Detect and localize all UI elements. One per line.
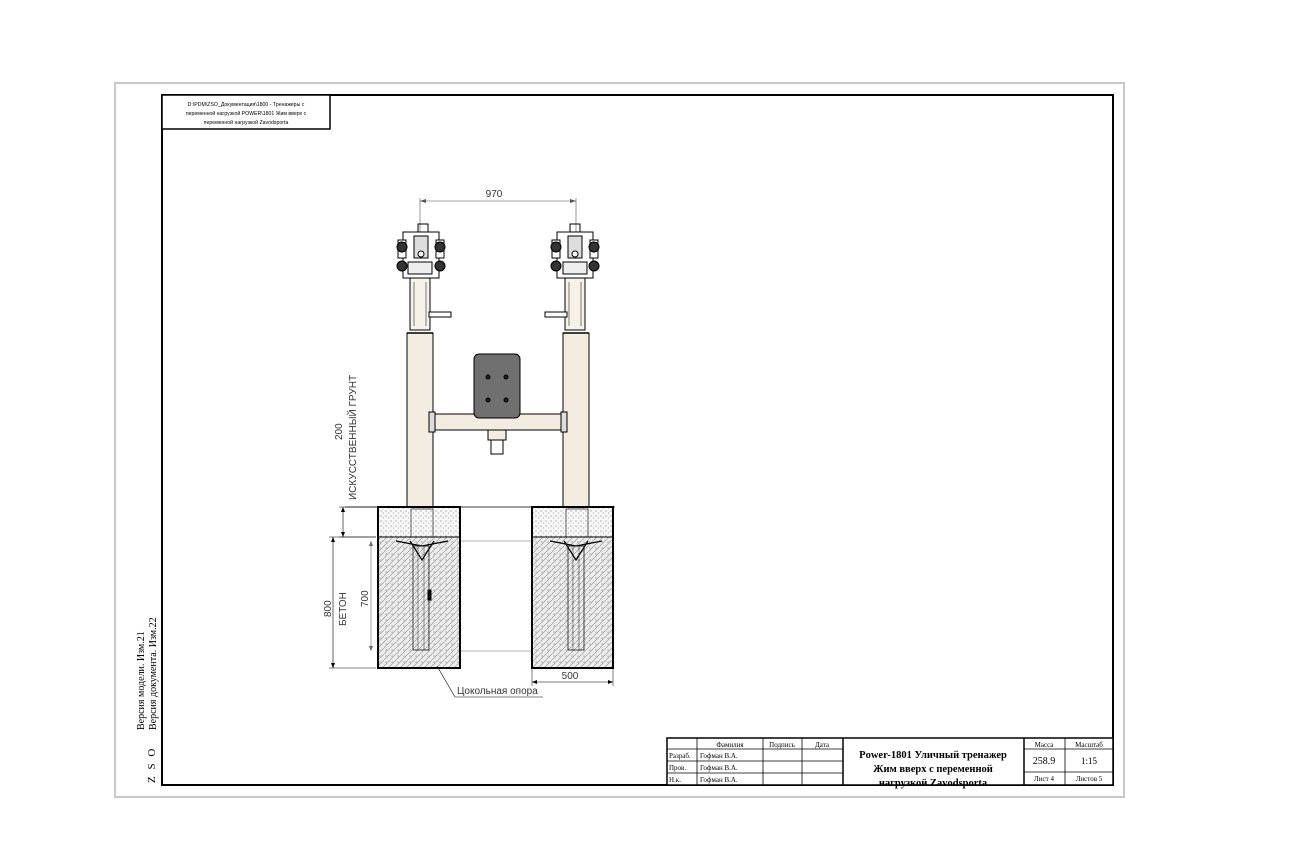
scale-label: Масштаб bbox=[1075, 741, 1103, 749]
svg-text:переменной нагрузкой POWER\180: переменной нагрузкой POWER\1801 Жим ввер… bbox=[186, 110, 307, 117]
dim-ground-text: 200 bbox=[334, 423, 345, 440]
row3-role: Н.к. bbox=[669, 776, 681, 784]
right-arm-head bbox=[544, 223, 600, 331]
dim-base-text: 500 bbox=[562, 671, 579, 682]
sheets-label: Листов 5 bbox=[1076, 775, 1103, 783]
machine-drawing: 970 bbox=[323, 189, 615, 698]
left-footing bbox=[377, 506, 461, 669]
mass-value: 258.9 bbox=[1033, 756, 1056, 767]
title-block-text: Фамилия Подпись Дата Разраб. Гофман В.А.… bbox=[669, 741, 1103, 789]
scale-value: 1:15 bbox=[1081, 756, 1098, 766]
version-model-label: Версия модели. Изм.21 bbox=[136, 631, 147, 730]
dim-base: 500 bbox=[531, 668, 614, 686]
dim-width: 970 bbox=[419, 189, 577, 232]
dim-ground: 200 ИСКУССТВЕННЫЙ ГРУНТ bbox=[334, 375, 376, 538]
title-block bbox=[666, 737, 1114, 786]
version-doc-label: Версия документа. Изм.22 bbox=[148, 617, 159, 730]
outer-border bbox=[114, 82, 1125, 798]
col-date: Дата bbox=[815, 741, 830, 749]
row2-role: Пров. bbox=[669, 764, 686, 772]
dim-total-text: 800 bbox=[323, 600, 334, 617]
row1-role: Разраб. bbox=[669, 752, 691, 760]
left-arm-head bbox=[396, 223, 452, 331]
right-footing bbox=[531, 506, 614, 669]
row3-name: Гофман В.А. bbox=[700, 776, 738, 784]
title-line2: Жим вверх с переменной bbox=[873, 764, 993, 775]
dim-width-text: 970 bbox=[486, 189, 503, 200]
col-signature: Подпись bbox=[769, 741, 795, 749]
svg-text:D:\PDM\ZSO_Документация\1800 -: D:\PDM\ZSO_Документация\1800 - Тренажеры… bbox=[188, 102, 305, 108]
sheet-label: Лист 4 bbox=[1034, 775, 1054, 783]
company-mark: Z S O bbox=[146, 747, 158, 783]
footing-leader: Цокольная опора bbox=[436, 665, 543, 698]
drawing-frame bbox=[161, 94, 1114, 786]
row1-name: Гофман В.А. bbox=[700, 752, 738, 760]
title-line3: нагрузкой Zavodsporta bbox=[879, 778, 988, 789]
label-ground: ИСКУССТВЕННЫЙ ГРУНТ bbox=[346, 375, 359, 500]
dim-total: 800 БЕТОН bbox=[323, 536, 376, 669]
seat-back bbox=[473, 353, 521, 455]
label-footing: Цокольная опора bbox=[457, 686, 538, 697]
col-surname: Фамилия bbox=[716, 741, 744, 749]
version-labels: Версия модели. Изм.21 Версия документа. … bbox=[136, 617, 159, 783]
label-concrete: БЕТОН bbox=[338, 592, 349, 626]
dim-inner: 700 bbox=[360, 541, 373, 651]
mass-label: Масса bbox=[1035, 741, 1055, 749]
svg-text:переменной нагрузкой Zavodspor: переменной нагрузкой Zavodsporta bbox=[204, 119, 289, 126]
dim-inner-text: 700 bbox=[360, 590, 371, 607]
path-note: D:\PDM\ZSO_Документация\1800 - Тренажеры… bbox=[161, 94, 331, 130]
title-line1: Power-1801 Уличный тренажер bbox=[859, 750, 1007, 761]
row2-name: Гофман В.А. bbox=[700, 764, 738, 772]
